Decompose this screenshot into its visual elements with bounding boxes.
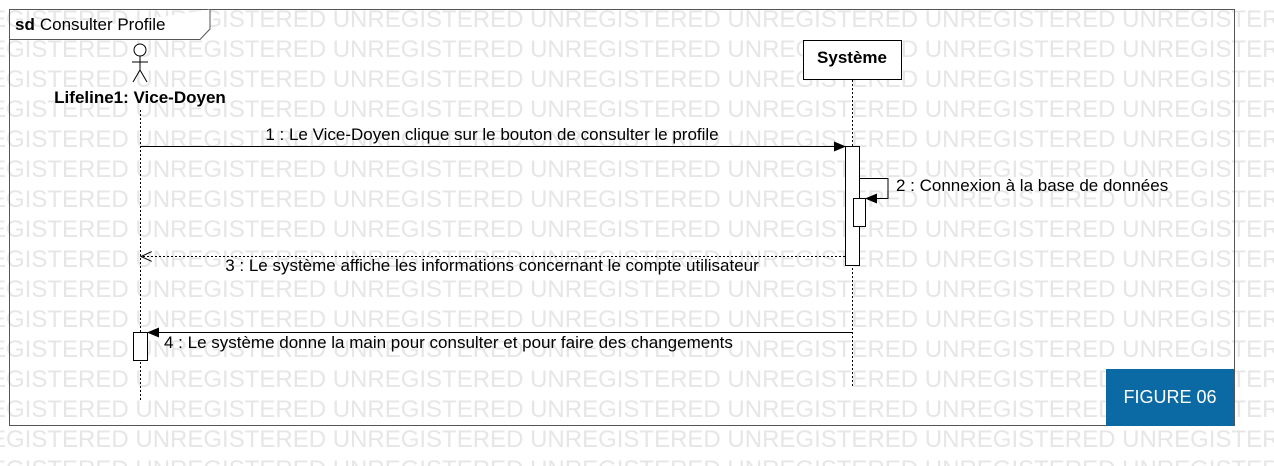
watermark-row: UNREGISTERED UNREGISTERED UNREGISTERED U… <box>0 246 1274 273</box>
watermark-row: UNREGISTERED UNREGISTERED UNREGISTERED U… <box>0 6 1274 33</box>
actor-icon <box>132 43 148 83</box>
watermark-row: UNREGISTERED UNREGISTERED UNREGISTERED U… <box>0 306 1274 333</box>
lifeline-system-label: Système <box>817 48 887 67</box>
frame-name: Consulter Profile <box>40 15 166 34</box>
message-1-label: 1 : Le Vice-Doyen clique sur le bouton d… <box>265 125 718 144</box>
watermark-row: UNREGISTERED UNREGISTERED UNREGISTERED U… <box>0 396 1274 423</box>
watermark-row: UNREGISTERED UNREGISTERED UNREGISTERED U… <box>0 36 1274 63</box>
message-2-label: 2 : Connexion à la base de données <box>896 176 1168 195</box>
frame-tab <box>9 9 211 40</box>
frame-keyword: sd <box>15 15 35 34</box>
watermark-row: UNREGISTERED UNREGISTERED UNREGISTERED U… <box>0 276 1274 303</box>
watermark-row: UNREGISTERED UNREGISTERED UNREGISTERED U… <box>0 216 1274 243</box>
message-3-label: 3 : Le système affiche les informations … <box>225 256 759 275</box>
watermark-row: UNREGISTERED UNREGISTERED UNREGISTERED U… <box>0 156 1274 183</box>
activation-actor <box>133 332 148 361</box>
watermark-row: UNREGISTERED UNREGISTERED UNREGISTERED U… <box>0 426 1274 453</box>
message-4-label: 4 : Le système donne la main pour consul… <box>164 333 733 352</box>
watermark-row: UNREGISTERED UNREGISTERED UNREGISTERED U… <box>0 66 1274 93</box>
message-2-arrow <box>859 178 889 204</box>
watermark-row: UNREGISTERED UNREGISTERED UNREGISTERED U… <box>0 186 1274 213</box>
watermark-row: UNREGISTERED UNREGISTERED UNREGISTERED U… <box>0 458 1274 466</box>
watermark-row: UNREGISTERED UNREGISTERED UNREGISTERED U… <box>0 336 1274 363</box>
watermark-row: UNREGISTERED UNREGISTERED UNREGISTERED U… <box>0 126 1274 153</box>
activation-system-nested <box>853 198 866 227</box>
frame-title: sd Consulter Profile <box>15 15 166 34</box>
lifeline-actor-label: Lifeline1: Vice-Doyen <box>54 88 226 107</box>
lifeline-system-box <box>803 40 902 80</box>
figure-label-badge: FIGURE 06 <box>1106 369 1234 426</box>
watermark-row: UNREGISTERED UNREGISTERED UNREGISTERED U… <box>0 96 1274 123</box>
diagram-frame <box>9 9 1235 426</box>
watermark-row: UNREGISTERED UNREGISTERED UNREGISTERED U… <box>0 366 1274 393</box>
